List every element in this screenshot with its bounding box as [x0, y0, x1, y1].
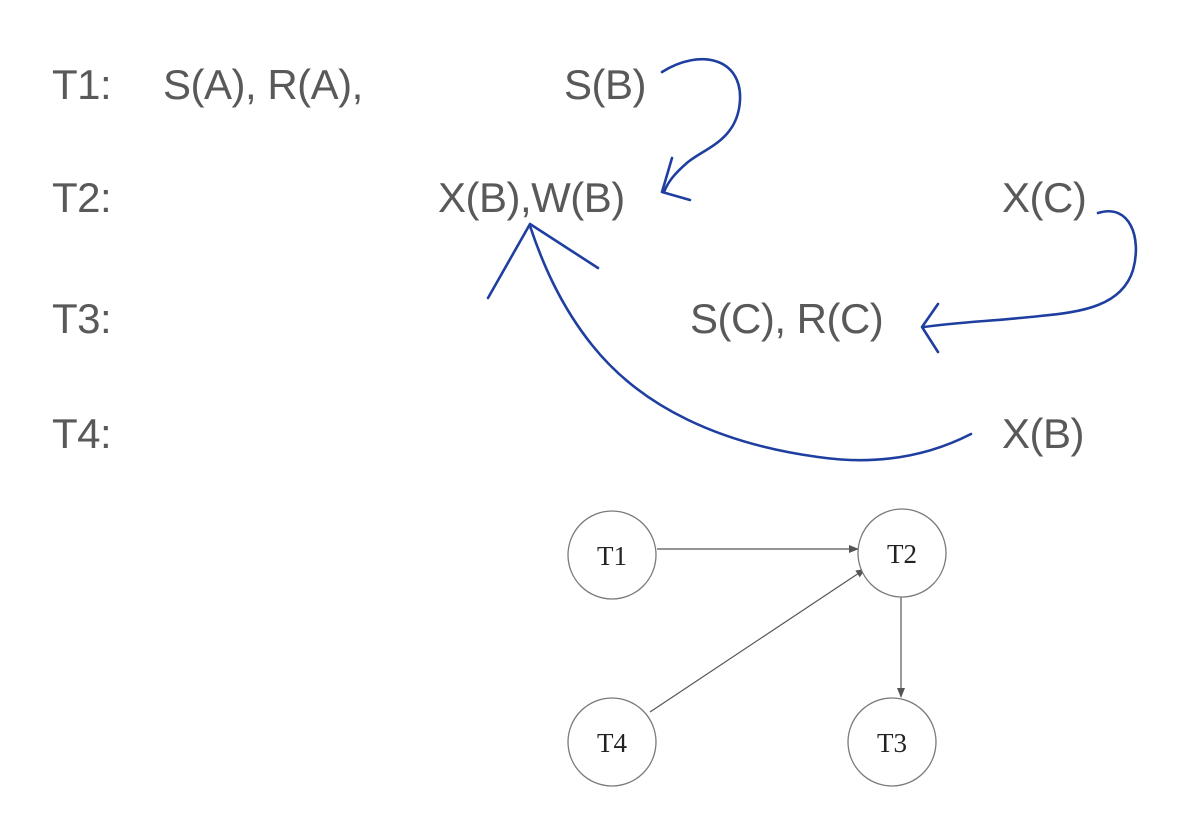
t4-op-xb: X(B): [1002, 410, 1085, 457]
arrowhead-t2-to-t3: [920, 302, 940, 354]
arrowhead-t1-to-t2: [660, 156, 692, 202]
row-label-t4: T4:: [52, 410, 112, 457]
arrow-t4-to-t2: [528, 224, 973, 462]
node-t4: T4: [567, 697, 657, 787]
t1-op-sb: S(B): [564, 61, 647, 108]
row-label-t1: T1:: [52, 61, 112, 108]
row-label-t3: T3:: [52, 295, 112, 342]
node-label-t1: T1: [597, 541, 627, 571]
node-label-t2: T2: [887, 539, 917, 569]
node-t1: T1: [567, 510, 657, 600]
arrow-t2-to-t3: [922, 210, 1138, 329]
arrow-t1-to-t2: [660, 57, 742, 194]
t2-op-xb-wb: X(B),W(B): [438, 174, 625, 221]
node-t3: T3: [847, 697, 937, 787]
node-label-t3: T3: [877, 728, 907, 758]
arrowhead-t4-to-t2: [486, 222, 600, 300]
edge-t4-t2: [649, 568, 866, 713]
t3-op-sc-rc: S(C), R(C): [690, 295, 884, 342]
t1-op-sa-ra: S(A), R(A),: [163, 61, 363, 108]
t2-op-xc: X(C): [1002, 174, 1087, 221]
node-label-t4: T4: [597, 728, 627, 758]
row-label-t2: T2:: [52, 174, 112, 221]
node-t2: T2: [857, 508, 947, 598]
